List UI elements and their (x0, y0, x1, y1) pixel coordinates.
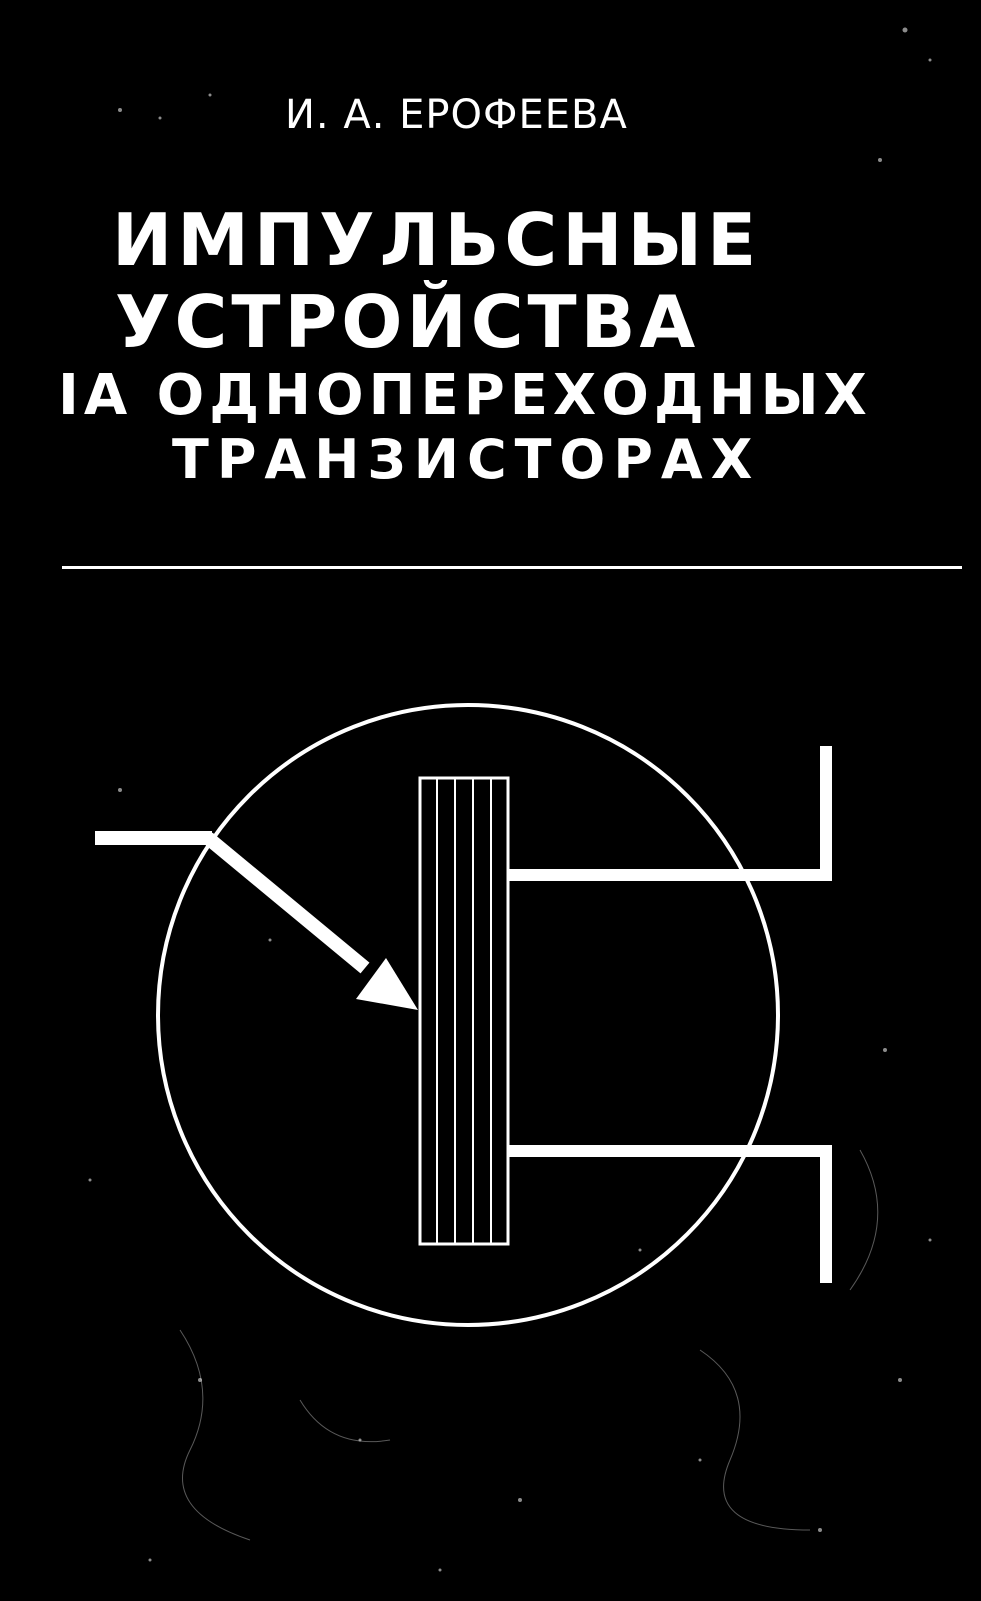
title-line-4: ТРАНЗИСТОРАХ (172, 428, 761, 491)
title-line-1: ИМПУЛЬСНЫЕ (112, 198, 762, 282)
emitter-arrow (356, 958, 418, 1010)
base-2-lead (508, 1145, 832, 1283)
title-line-3: IА ОДНОПЕРЕХОДНЫХ (58, 363, 872, 428)
emitter-lead (95, 831, 418, 1010)
divider-rule (62, 566, 962, 569)
transistor-base-bar (418, 776, 510, 1246)
title-line-2: УСТРОЙСТВА (115, 280, 700, 364)
author-name: И. А. ЕРОФЕЕВА (285, 92, 628, 138)
transistor-circle (156, 703, 780, 1327)
base-1-lead (508, 746, 832, 881)
